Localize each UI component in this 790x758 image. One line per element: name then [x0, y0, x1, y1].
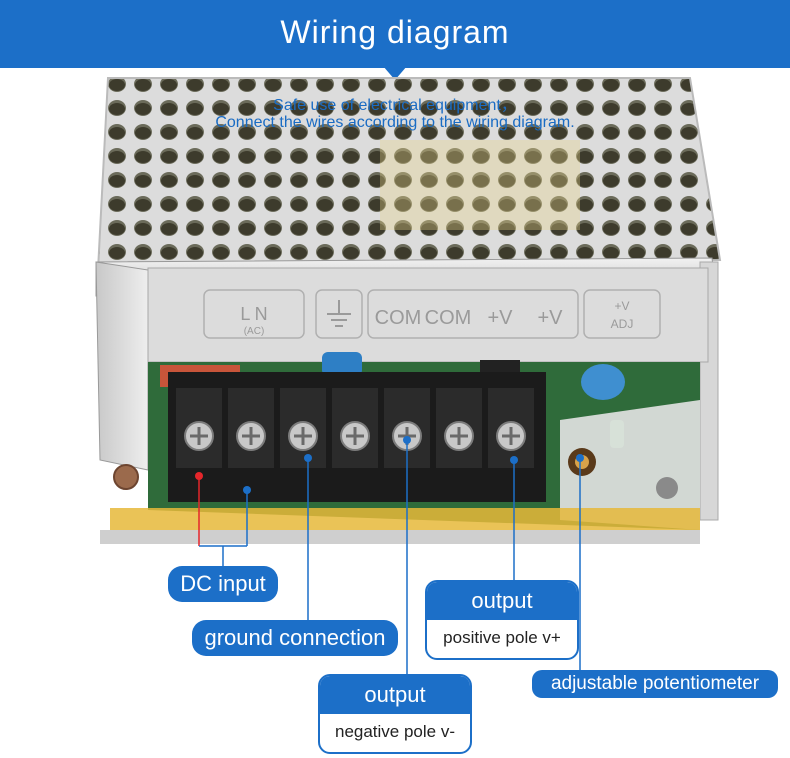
potentiometer-label: adjustable potentiometer	[532, 670, 778, 698]
perforated-cover	[96, 77, 722, 272]
wiring-instruction: Connect the wires according to the wirin…	[215, 114, 575, 131]
label-v-2: +V	[537, 307, 563, 329]
label-adj-bottom: ADJ	[611, 317, 634, 331]
label-v-1: +V	[487, 307, 513, 329]
label-com-2: COM	[425, 307, 472, 329]
dc-input-label: DC input	[168, 566, 278, 602]
terminal-block	[168, 372, 546, 502]
output-negative-card: output negative pole v-	[318, 674, 472, 754]
safety-note: Safe use of electrical equipment，	[273, 97, 517, 114]
label-ac: (AC)	[244, 326, 265, 337]
terminal-label-plate: L N (AC) COM COM +V +V +V ADJ	[147, 267, 709, 363]
ground-connection-label: ground connection	[192, 620, 398, 656]
output-positive-title: output	[427, 582, 577, 620]
output-positive-desc: positive pole v+	[443, 628, 561, 647]
ground-symbol-icon	[327, 300, 351, 327]
label-adj-top: +V	[614, 299, 629, 313]
header-banner: Wiring diagram	[0, 0, 790, 68]
label-com-1: COM	[375, 307, 422, 329]
page-title: Wiring diagram	[280, 14, 510, 50]
output-negative-title: output	[320, 676, 470, 714]
wiring-guides	[195, 436, 584, 676]
output-negative-desc: negative pole v-	[334, 722, 456, 741]
output-positive-card: output positive pole v+	[425, 580, 579, 660]
chassis-screw-icon	[113, 464, 139, 490]
banner-pointer	[383, 66, 407, 80]
label-ln: L N	[240, 304, 267, 324]
